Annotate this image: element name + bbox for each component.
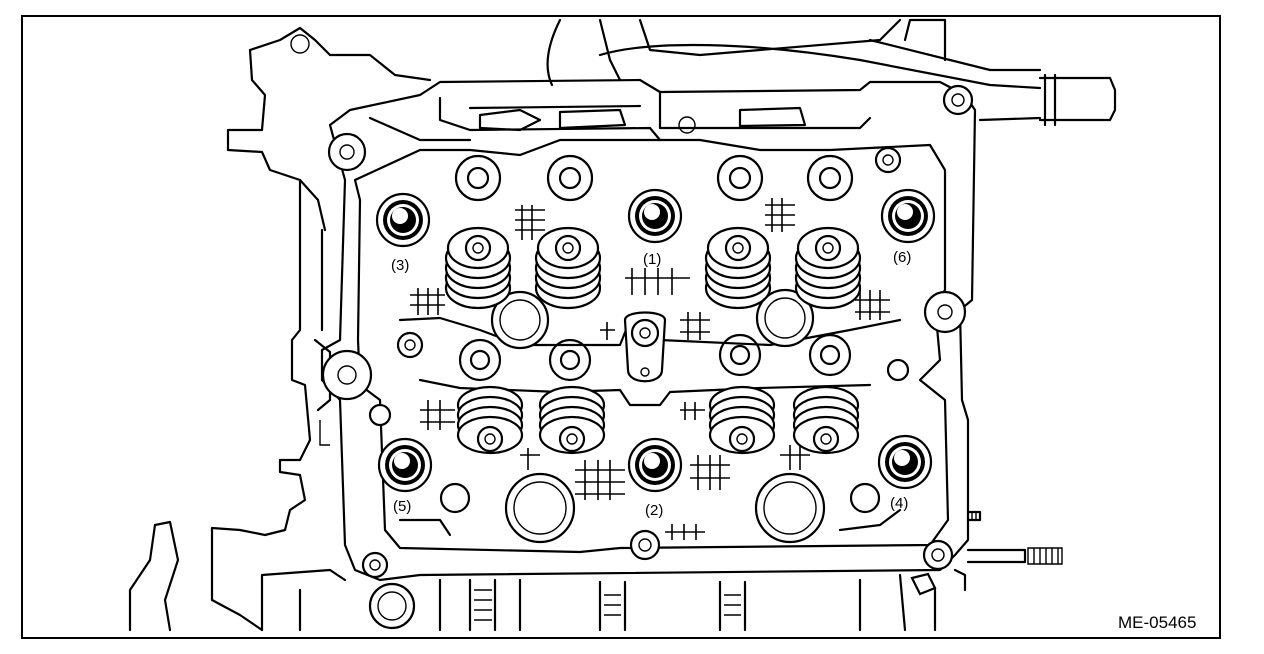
intake-pipes — [546, 18, 1117, 127]
callout-1: (1) — [643, 251, 661, 268]
callout-5: (5) — [393, 498, 411, 515]
hatching — [410, 198, 890, 540]
perimeter-bosses — [321, 84, 974, 579]
figure-id: ME-05465 — [1118, 613, 1197, 632]
head-bolt-2 — [627, 437, 683, 493]
callout-4: (4) — [890, 495, 908, 512]
callout-3: (3) — [391, 257, 409, 274]
head-bolt-4 — [877, 434, 933, 490]
spark-plug-tubes — [490, 288, 826, 544]
head-bolt-3 — [375, 192, 431, 248]
upper-cam-journals — [454, 154, 854, 202]
head-bolt-6 — [880, 188, 936, 244]
valve-springs-upper — [444, 226, 862, 310]
valve-springs-lower — [456, 385, 860, 455]
lower-block — [260, 568, 937, 632]
left-engine-structure — [128, 26, 432, 632]
head-bolt-5 — [377, 437, 433, 493]
head-bolt-1 — [627, 188, 683, 244]
callout-6: (6) — [893, 249, 911, 266]
callout-2: (2) — [645, 502, 663, 519]
stud-bolts — [953, 510, 1063, 592]
